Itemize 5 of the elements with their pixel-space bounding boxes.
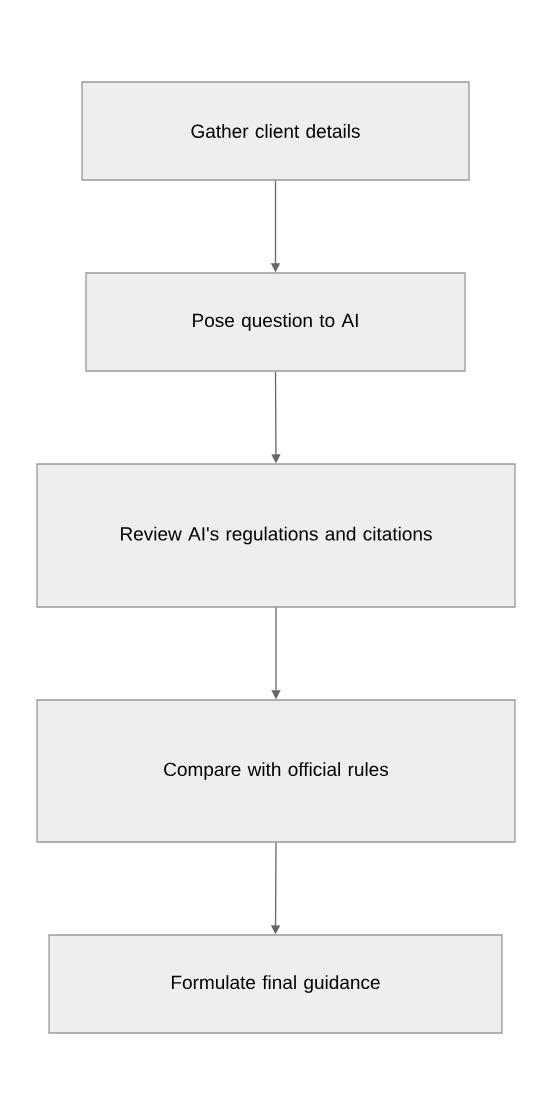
process-box: Gather client details — [81, 81, 470, 181]
process-box: Formulate final guidance — [48, 934, 503, 1034]
process-box: Review AI's regulations and citations — [36, 463, 516, 608]
process-box: Compare with official rules — [36, 699, 516, 843]
process-box: Pose question to AI — [85, 272, 466, 372]
